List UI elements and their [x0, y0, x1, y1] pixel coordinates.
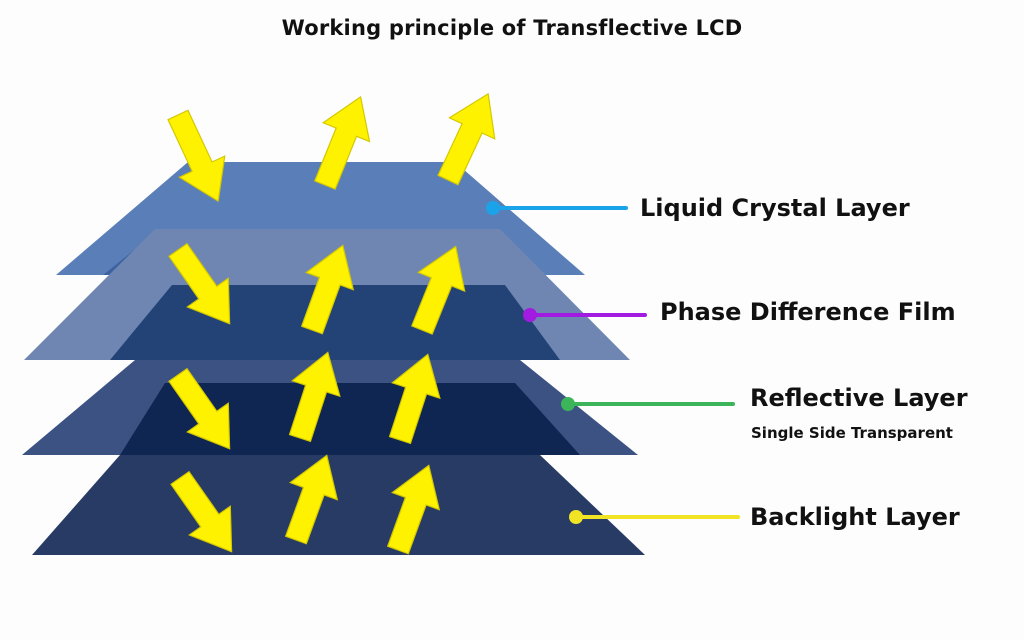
leader-dot-icon	[523, 308, 537, 322]
diagram-title: Working principle of Transflective LCD	[281, 16, 743, 40]
label-liquid-crystal-layer: Liquid Crystal Layer	[640, 194, 910, 222]
layer-3-overlap	[120, 383, 580, 455]
arrow-icon-up-right	[300, 244, 355, 335]
arrow-icon-up-right	[386, 464, 441, 555]
arrow-icon-up-right	[314, 95, 371, 190]
layer-4-panel	[32, 455, 645, 555]
leader-dot-icon	[561, 397, 575, 411]
arrow-icon-down-right	[170, 470, 233, 553]
sublabel-single-side-transparent: Single Side Transparent	[751, 424, 953, 442]
arrow-icon-up-right	[388, 353, 441, 445]
label-backlight-layer: Backlight Layer	[750, 503, 960, 531]
arrow-icon-up-right	[284, 454, 339, 545]
leader-dot-icon	[486, 201, 500, 215]
arrow-icon-up-right	[437, 92, 496, 186]
arrow-icon-down-right	[167, 109, 226, 203]
label-phase-difference-film: Phase Difference Film	[660, 298, 956, 326]
arrow-icon-up-right	[288, 351, 341, 443]
arrow-icon-down-right	[168, 367, 231, 450]
leader-dot-icon	[569, 510, 583, 524]
arrow-icon-down-right	[168, 242, 231, 325]
label-leaders	[486, 201, 740, 524]
label-reflective-layer: Reflective Layer	[750, 384, 968, 412]
arrow-icon-up-right	[411, 245, 466, 335]
light-arrows	[167, 92, 496, 555]
